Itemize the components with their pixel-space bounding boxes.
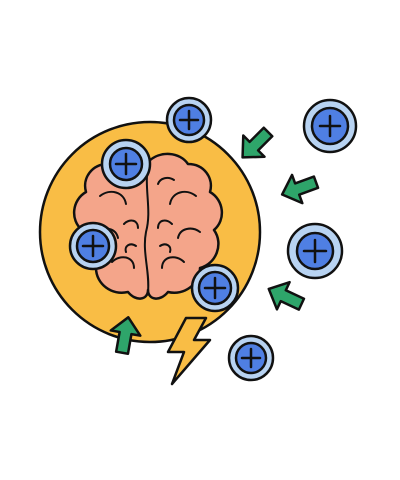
lightning-bolt-icon [166,316,212,386]
plus-circle-icon [165,96,213,144]
plus-circle-icon [100,138,152,190]
brain-icon [73,152,223,300]
arrow-icon [241,126,274,159]
plus-circle-icon [68,221,118,271]
arrow-icon [267,280,306,311]
plus-circle-icon [286,222,344,280]
plus-circle-icon [302,98,358,154]
arrow-icon [109,316,142,356]
arrow-icon [280,173,320,205]
plus-circle-icon [190,263,240,313]
plus-circle-icon [227,334,275,382]
